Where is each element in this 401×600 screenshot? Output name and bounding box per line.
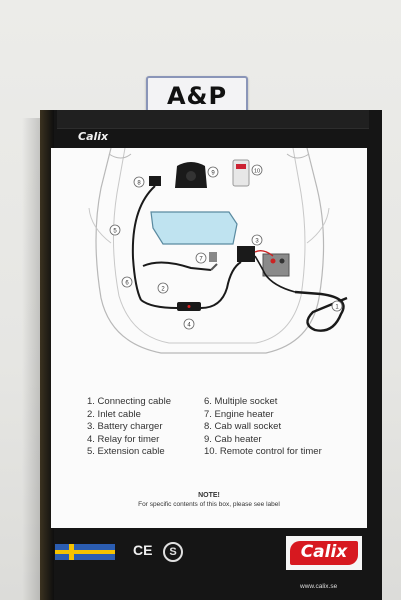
battery-terminal-plus [270, 258, 276, 264]
legend-item: 6. Multiple socket [204, 396, 278, 407]
legend-item: 1. Connecting cable [87, 396, 171, 407]
relay-led [187, 305, 191, 308]
svg-text:5: 5 [113, 229, 117, 235]
price-tag-text: A&P [166, 82, 228, 110]
box-top-flap [57, 110, 369, 129]
cab-heater-dial [186, 171, 196, 181]
svg-text:2: 2 [161, 287, 165, 293]
battery-charger [237, 246, 255, 262]
extension-cable [131, 185, 156, 301]
legend-item: 2. Inlet cable [87, 408, 141, 420]
callout-10: 10 [251, 164, 263, 176]
svg-text:10: 10 [254, 169, 260, 175]
legend-item: 7. Engine heater [204, 408, 274, 420]
box-side-edge [40, 110, 54, 600]
brand-logo-top: Calix [78, 130, 109, 143]
brand-logo-text: Calix [300, 542, 348, 562]
battery [262, 253, 290, 277]
engine-heater-wire [210, 263, 218, 271]
swedish-flag-icon [55, 544, 115, 560]
legend-item: 3. Battery charger [87, 421, 163, 432]
inlet-cable [142, 261, 212, 271]
callout-3: 3 [251, 234, 263, 246]
callout-2: 2 [157, 282, 169, 294]
legend-item: 5. Extension cable [87, 446, 165, 457]
car-mirror-left [108, 153, 132, 159]
website-url: www.calix.se [300, 583, 338, 590]
relay-cable [140, 261, 242, 309]
legend-column-right: 6. Multiple socket 7. Engine heater 8. C… [204, 396, 364, 459]
ce-mark: CE [133, 542, 153, 558]
callout-6: 6 [121, 276, 133, 288]
note-title: NOTE! [198, 492, 220, 499]
diagram-panel: 1 2 3 4 5 6 7 8 9 10 1. Connecting cable… [51, 148, 367, 528]
coolant-tank [150, 211, 238, 245]
svg-text:8: 8 [137, 181, 141, 187]
certification-strip: CE S Calix [55, 536, 365, 570]
legend-item: 9. Cab heater [204, 433, 262, 445]
legend-item: 4. Relay for timer [87, 433, 160, 445]
note-block: NOTE! For specific contents of this box,… [51, 492, 367, 508]
note-text: For specific contents of this box, pleas… [138, 501, 280, 508]
legend-item: 8. Cab wall socket [204, 421, 282, 432]
callout-4: 4 [183, 318, 195, 330]
car-outline [95, 148, 325, 354]
wiring-diagram: 1 2 3 4 5 6 7 8 9 10 [88, 148, 348, 354]
car-hood-right [306, 207, 330, 244]
s-mark-icon: S [163, 542, 183, 562]
svg-text:4: 4 [187, 323, 191, 329]
cab-wall-socket [149, 176, 161, 186]
svg-text:7: 7 [199, 257, 203, 263]
remote-screen [236, 164, 246, 169]
callout-9: 9 [207, 166, 219, 178]
battery-terminal-minus [279, 258, 285, 264]
brand-logo-bottom: Calix [286, 536, 362, 570]
svg-text:9: 9 [211, 171, 215, 177]
callout-1: 1 [331, 300, 343, 312]
callout-8: 8 [133, 176, 145, 188]
svg-text:3: 3 [255, 239, 259, 245]
engine-heater [209, 252, 217, 262]
legend-item: 10. Remote control for timer [204, 446, 322, 457]
callout-7: 7 [195, 252, 207, 264]
connecting-cable [294, 290, 348, 332]
svg-text:1: 1 [335, 305, 339, 311]
car-hood-left [88, 207, 112, 244]
car-inner-outline [112, 148, 306, 344]
svg-text:6: 6 [125, 281, 129, 287]
charger-red-wire [254, 249, 274, 257]
callout-5: 5 [109, 224, 121, 236]
legend-column-left: 1. Connecting cable 2. Inlet cable 3. Ba… [87, 396, 227, 459]
car-mirror-right [286, 153, 310, 159]
remote-control [232, 159, 250, 187]
charger-cable [254, 255, 296, 293]
